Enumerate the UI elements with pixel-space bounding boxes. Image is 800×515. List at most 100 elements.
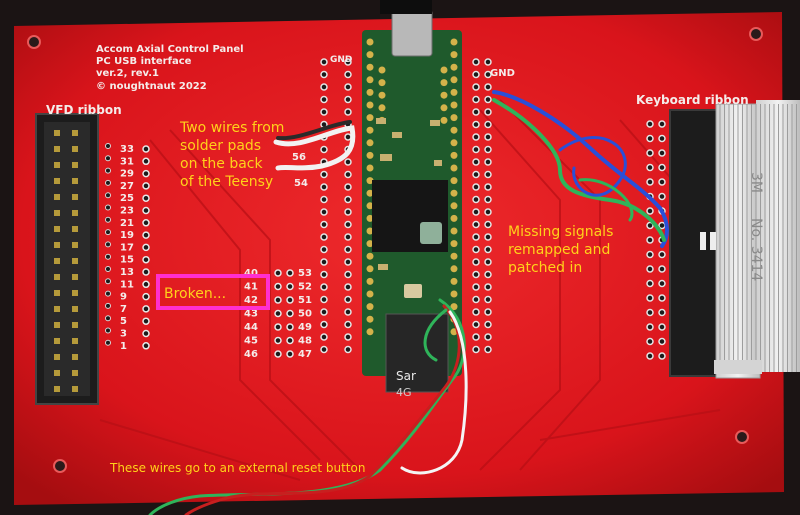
pin-pad [658, 265, 666, 273]
pin-pad [105, 167, 111, 174]
pin-pad [286, 309, 294, 318]
pin-pad [142, 255, 150, 264]
pin-pad [472, 158, 480, 166]
mid-left-pin-number: 42 [244, 295, 258, 306]
teensy-pin [366, 290, 374, 298]
annotation-two-wires-line-3: on the back [180, 156, 263, 172]
teensy-pin [366, 214, 374, 222]
pin-pad [646, 294, 654, 302]
pin-pad [105, 192, 111, 199]
pin-pad [472, 308, 480, 316]
mid-left-pin-number: 46 [244, 349, 258, 360]
broken-highlight-box [156, 274, 270, 310]
pin-pad [646, 279, 654, 288]
header-pin [72, 210, 78, 216]
pin-pad [286, 282, 294, 291]
pin-pad [344, 158, 352, 166]
pin-pad [274, 350, 282, 358]
teensy-left-pads [320, 58, 352, 354]
teensy-pin [450, 265, 458, 273]
header-pin [72, 322, 78, 328]
cable-print-3m: 3M [748, 172, 764, 193]
pin-pad [646, 134, 654, 143]
pin-pad [344, 183, 352, 191]
pin-pad [472, 108, 480, 116]
pin-pad [142, 169, 150, 178]
pin-pad [320, 195, 328, 204]
pin-pad [658, 337, 666, 346]
sd-card-text-2: 4G [396, 386, 412, 399]
mid-right-pad-column [286, 269, 294, 358]
pin-pad [142, 305, 150, 313]
pin-pad [484, 220, 492, 229]
left-pin-number: 15 [120, 255, 134, 266]
teensy-pin [366, 38, 374, 46]
header-pin [54, 130, 60, 136]
pin-pad [320, 308, 328, 316]
teensy-pin [450, 227, 458, 235]
header-pin [54, 162, 60, 168]
pin-pad [646, 250, 654, 259]
pin-pad [658, 120, 666, 128]
pin-pad [344, 258, 352, 266]
pin-pad [472, 120, 480, 129]
pin-pad [472, 70, 480, 79]
teensy-pin [366, 151, 374, 159]
gnd-label-top: GND [330, 55, 352, 65]
pin-pad [320, 58, 328, 66]
pin-pad [320, 270, 328, 279]
header-pin [72, 354, 78, 360]
pin-pad [274, 282, 282, 291]
pin-pad [484, 283, 492, 291]
teensy-pin [366, 277, 374, 285]
header-pin [72, 242, 78, 248]
pin-pad [105, 315, 111, 322]
teensy-pin [440, 91, 448, 99]
teensy-pin [366, 303, 374, 311]
pin-pad [105, 229, 111, 236]
pin-pad [320, 333, 328, 341]
teensy-pin [366, 177, 374, 185]
pin-pad [658, 323, 666, 331]
left-pin-number: 1 [120, 341, 127, 352]
teensy-reset-button [404, 284, 422, 298]
pin-pad [658, 134, 666, 143]
pin-pad [320, 320, 328, 329]
teensy-pin [440, 66, 448, 74]
pin-pad [484, 195, 492, 204]
pin-pad [142, 231, 150, 239]
cable-print-part: No. 3414 [748, 218, 764, 281]
teensy-pin [450, 177, 458, 185]
annotation-reset-wires: These wires go to an external reset butt… [109, 461, 365, 475]
mid-left-pin-number: 44 [244, 322, 258, 333]
pin-pad [142, 206, 150, 215]
pin-pad [472, 295, 480, 304]
teensy-pin [450, 164, 458, 172]
pin-pad [344, 195, 352, 204]
pin-pad [142, 292, 150, 301]
teensy-led [420, 222, 442, 244]
pin-pad [286, 336, 294, 345]
usb-connector [391, 9, 433, 57]
teensy-pin [440, 79, 448, 87]
header-pin [72, 386, 78, 392]
teensy-pin [366, 315, 374, 323]
pin-pad [274, 323, 282, 331]
pin-pad [320, 83, 328, 91]
pin-pad [142, 182, 150, 190]
pin-pad [646, 163, 654, 172]
vfd-ribbon-header [35, 113, 99, 405]
header-pin [72, 130, 78, 136]
pin-pad [484, 95, 492, 104]
pin-pad [320, 95, 328, 104]
board-title-line-1: Accom Axial Control Panel [96, 44, 244, 55]
pin-pad [286, 296, 294, 304]
keyboard-ribbon-connector: 3M No. 3414 [669, 100, 800, 379]
pin-pad [105, 179, 111, 186]
pin-pad [105, 204, 111, 211]
left-pin-number: 11 [120, 279, 134, 290]
pin-pad [472, 83, 480, 91]
